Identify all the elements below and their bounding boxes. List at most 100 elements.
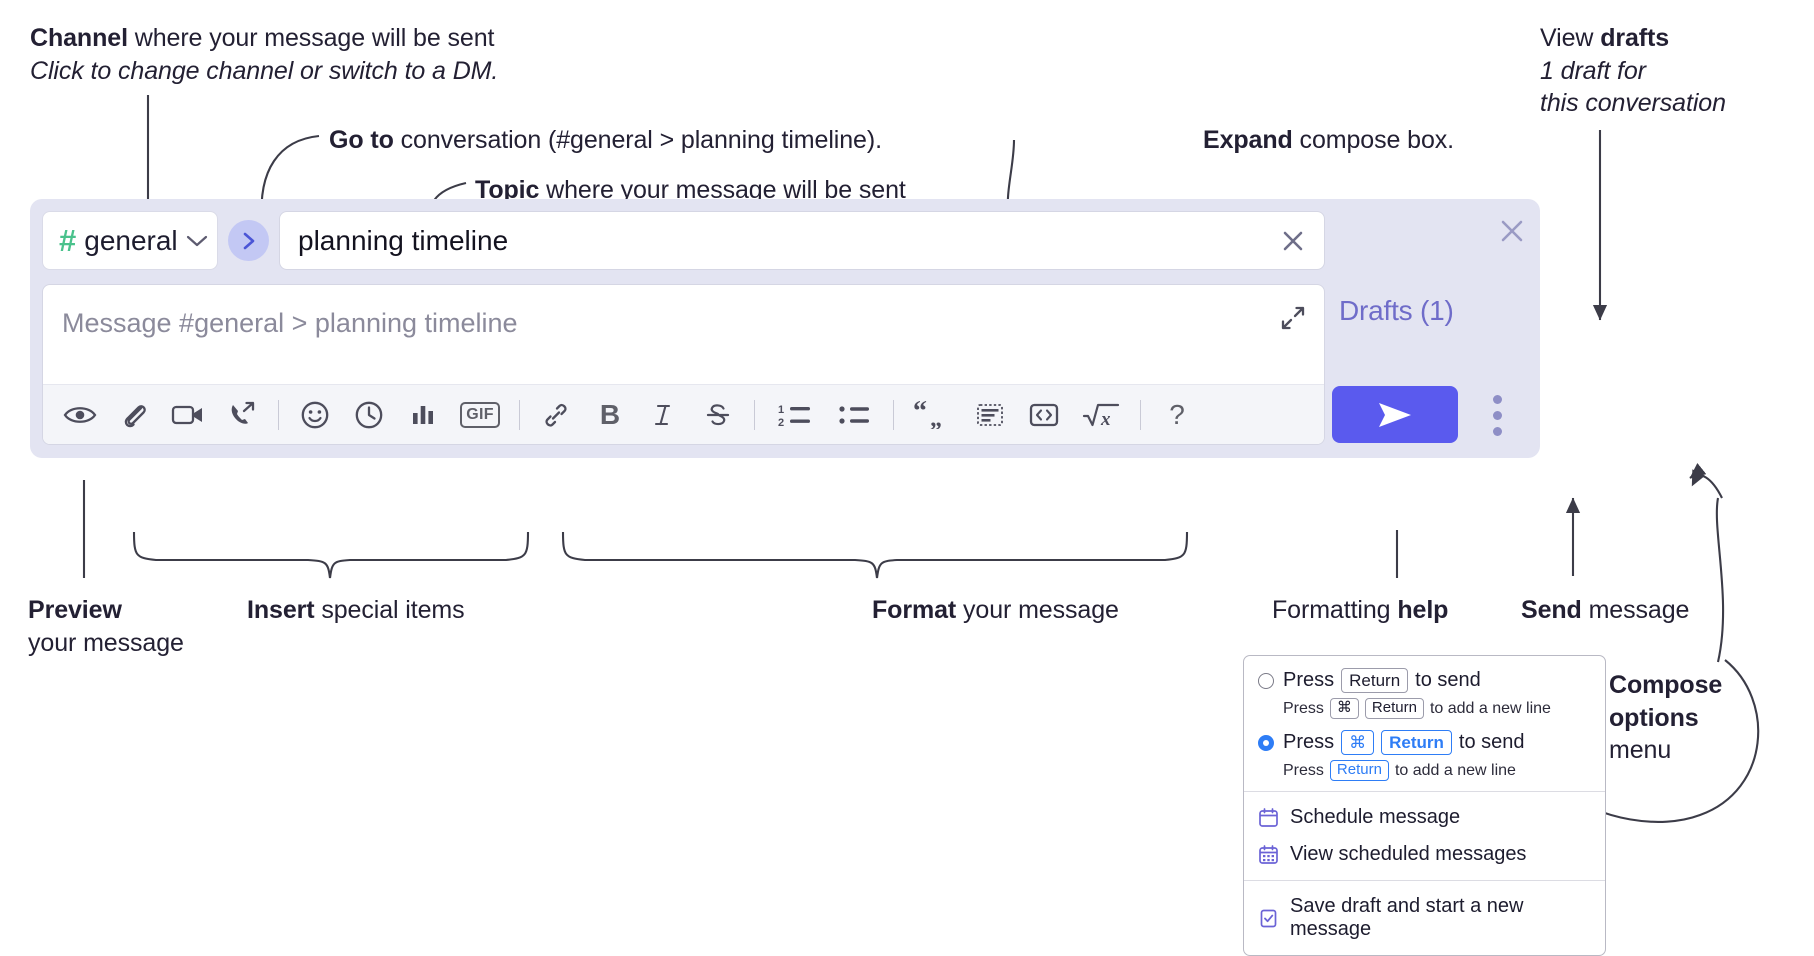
option2-sub-tail: to add a new line bbox=[1394, 761, 1516, 779]
annotation-format: Format your message bbox=[872, 594, 1292, 627]
channel-selector[interactable]: # general bbox=[42, 211, 218, 270]
option-return-to-send[interactable]: Press Return to send Press ⌘ Return to a… bbox=[1244, 668, 1605, 719]
option-cmd-return-to-send[interactable]: Press ⌘ Return to send Press Return to a… bbox=[1244, 730, 1605, 781]
separator-5 bbox=[1140, 399, 1141, 430]
annotation-compose-options-line1: Compose bbox=[1609, 671, 1723, 699]
gif-label: GIF bbox=[460, 401, 500, 428]
kebab-dot-3 bbox=[1492, 426, 1502, 436]
kebab-dot-2 bbox=[1492, 410, 1502, 420]
bold-icon[interactable]: B bbox=[583, 392, 637, 438]
channel-name: general bbox=[84, 224, 178, 256]
annotation-insert-bold: Insert bbox=[247, 596, 315, 624]
gif-icon[interactable]: GIF bbox=[450, 392, 510, 438]
huddle-icon[interactable] bbox=[215, 392, 269, 438]
formatting-help-icon[interactable]: ? bbox=[1150, 392, 1204, 438]
separator-2 bbox=[519, 399, 520, 430]
message-placeholder: Message #general > planning timeline bbox=[62, 308, 518, 338]
option1-sub-key-return: Return bbox=[1364, 698, 1424, 719]
option1-sub-tail: to add a new line bbox=[1429, 699, 1551, 717]
draft-group: Save draft and start a new message bbox=[1244, 881, 1605, 955]
close-icon[interactable] bbox=[1492, 211, 1532, 251]
radio-cmd-return-to-send[interactable] bbox=[1258, 734, 1274, 751]
svg-text:2: 2 bbox=[778, 417, 784, 429]
option1-sub-press: Press bbox=[1283, 699, 1324, 717]
link-icon[interactable] bbox=[529, 392, 583, 438]
annotation-send-rest: message bbox=[1581, 596, 1690, 624]
send-button[interactable] bbox=[1332, 386, 1458, 443]
annotation-help-lead: Formatting bbox=[1272, 596, 1398, 624]
expand-icon[interactable] bbox=[1278, 303, 1308, 333]
menu-item-save-draft-label: Save draft and start a new message bbox=[1290, 895, 1524, 940]
annotation-insert-rest: special items bbox=[314, 596, 465, 624]
svg-text:“: “ bbox=[913, 401, 927, 427]
menu-item-view-scheduled[interactable]: View scheduled messages bbox=[1244, 836, 1605, 873]
annotation-expand-rest: compose box. bbox=[1292, 126, 1455, 154]
annotation-format-bold: Format bbox=[872, 596, 957, 624]
compose-widget: # general planning timeline bbox=[30, 199, 1540, 458]
preview-icon[interactable] bbox=[53, 392, 107, 438]
annotation-send-bold: Send bbox=[1521, 596, 1582, 624]
calendar-grid-icon bbox=[1258, 844, 1279, 865]
annotation-expand-bold: Expand bbox=[1203, 126, 1293, 154]
compose-options-button[interactable] bbox=[1480, 389, 1514, 441]
bold-label: B bbox=[599, 398, 621, 430]
goto-conversation-button[interactable] bbox=[228, 220, 269, 261]
attachment-icon[interactable] bbox=[107, 392, 161, 438]
bulleted-list-icon[interactable] bbox=[824, 392, 884, 438]
annotation-drafts-sub2: this conversation bbox=[1540, 89, 1726, 117]
italic-icon[interactable] bbox=[637, 392, 691, 438]
topic-input[interactable]: planning timeline bbox=[279, 211, 1325, 270]
annotation-drafts: View drafts 1 draft for this conversatio… bbox=[1540, 22, 1814, 120]
annotation-channel-bold: Channel bbox=[30, 24, 128, 52]
annotation-preview-line2: your message bbox=[28, 628, 184, 657]
annotation-goto-bold: Go to bbox=[329, 126, 394, 154]
video-icon[interactable] bbox=[161, 392, 215, 438]
schedule-group: Schedule message View scheduled messages bbox=[1244, 792, 1605, 880]
annotation-help: Formatting help bbox=[1272, 594, 1592, 627]
annotation-preview: Preview your message bbox=[28, 594, 248, 659]
svg-text:1: 1 bbox=[778, 404, 784, 416]
option1-press: Press bbox=[1283, 669, 1335, 692]
kebab-dot-1 bbox=[1492, 394, 1502, 404]
annotation-drafts-bold: drafts bbox=[1600, 24, 1670, 52]
menu-item-schedule-message-label: Schedule message bbox=[1290, 806, 1461, 828]
separator-4 bbox=[893, 399, 894, 430]
annotation-send: Send message bbox=[1521, 594, 1801, 627]
chevron-right-icon bbox=[241, 231, 257, 251]
close-icon[interactable] bbox=[1276, 224, 1310, 258]
compose-header-row: # general planning timeline bbox=[42, 211, 1325, 270]
code-icon[interactable] bbox=[1017, 392, 1071, 438]
option1-to-send: to send bbox=[1415, 669, 1481, 692]
ordered-list-icon[interactable]: 1 2 bbox=[764, 392, 824, 438]
menu-item-save-draft[interactable]: Save draft and start a new message bbox=[1244, 888, 1605, 948]
radio-return-to-send[interactable] bbox=[1258, 672, 1274, 689]
code-block-icon[interactable] bbox=[963, 392, 1017, 438]
annotation-drafts-lead: View bbox=[1540, 24, 1601, 52]
chevron-down-icon bbox=[186, 234, 208, 248]
menu-item-schedule-message[interactable]: Schedule message bbox=[1244, 799, 1605, 836]
send-shortcut-options: Press Return to send Press ⌘ Return to a… bbox=[1244, 656, 1605, 791]
option2-key-return: Return bbox=[1381, 730, 1452, 756]
annotation-format-rest: your message bbox=[956, 596, 1119, 624]
annotation-drafts-sub1: 1 draft for bbox=[1540, 56, 1646, 85]
option2-press: Press bbox=[1283, 731, 1335, 754]
poll-icon[interactable] bbox=[396, 392, 450, 438]
svg-text:„: „ bbox=[930, 406, 942, 429]
annotation-channel-sub: Click to change channel or switch to a D… bbox=[30, 56, 499, 85]
option1-key-return: Return bbox=[1341, 668, 1409, 694]
strikethrough-icon[interactable] bbox=[691, 392, 745, 438]
annotation-compose-options: Compose options menu bbox=[1609, 669, 1809, 767]
svg-text:x: x bbox=[1100, 409, 1111, 430]
annotation-preview-bold: Preview bbox=[28, 596, 122, 624]
option2-sub-press: Press bbox=[1283, 761, 1324, 779]
blockquote-icon[interactable]: “ „ bbox=[903, 392, 963, 438]
message-input-area[interactable]: Message #general > planning timeline bbox=[42, 284, 1325, 445]
annotation-channel: Channel where your message will be sent … bbox=[30, 22, 650, 87]
emoji-icon[interactable] bbox=[288, 392, 342, 438]
drafts-link[interactable]: Drafts (1) bbox=[1339, 295, 1454, 326]
annotation-goto-rest: conversation (#general > planning timeli… bbox=[393, 126, 882, 154]
formatting-toolbar: GIF B bbox=[43, 384, 1324, 444]
reminder-icon[interactable] bbox=[342, 392, 396, 438]
math-icon[interactable]: x bbox=[1071, 392, 1131, 438]
